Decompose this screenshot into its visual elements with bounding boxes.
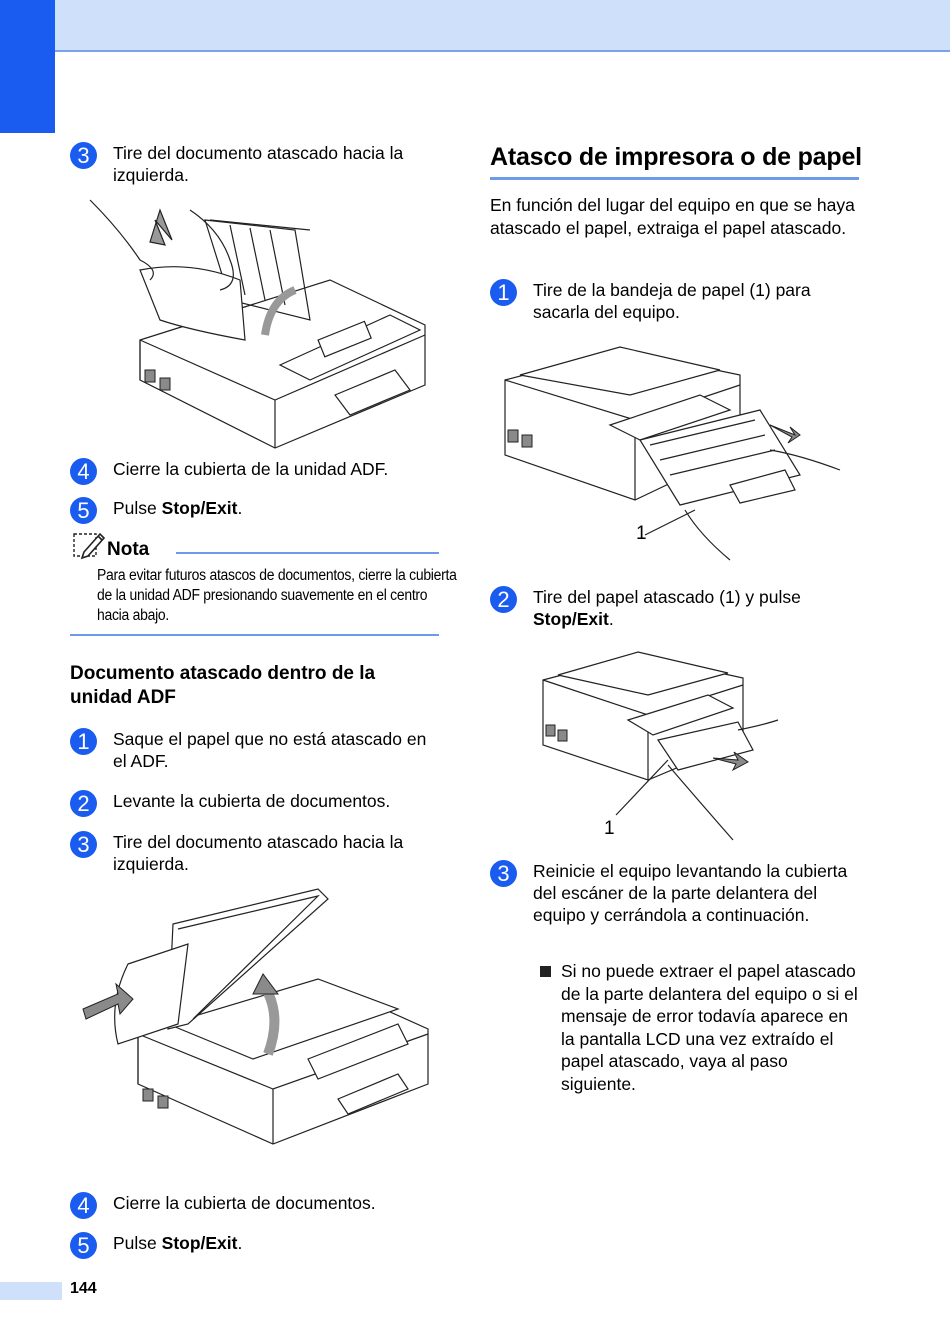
step-text: Pulse Stop/Exit.	[113, 1233, 243, 1253]
section-heading: Atasco de impresora o de papel	[490, 143, 862, 171]
step-5-press-stop: 5 Pulse Stop/Exit.	[70, 497, 433, 524]
tray-callout-label: 1	[636, 523, 647, 544]
step-number-badge: 3	[70, 831, 97, 858]
section-heading-rule	[490, 177, 859, 180]
step-3-reset-machine: 3 Reinicie el equipo levantando la cubie…	[490, 860, 853, 926]
printer-tray-pull-illustration	[504, 346, 841, 561]
step-1-remove-paper: 1 Saque el papel que no está atascado en…	[70, 728, 438, 772]
note-pencil-icon	[73, 532, 106, 560]
paper-callout-label: 1	[604, 818, 615, 839]
step-5-press-stop-2: 5 Pulse Stop/Exit.	[70, 1232, 438, 1259]
printer-paper-pull-illustration	[542, 651, 779, 841]
step-number-badge: 3	[70, 142, 97, 169]
step-text: Saque el papel que no está atascado en e…	[113, 729, 427, 771]
step-number-badge: 2	[490, 586, 517, 613]
step-number-badge: 3	[490, 860, 517, 887]
step-text: Tire de la bandeja de papel (1) para sac…	[533, 280, 811, 322]
step-3-adf-pull: 3 Tire del documento atascado hacia la i…	[70, 142, 433, 186]
printer-scanner-open-illustration	[82, 888, 429, 1145]
step-1-pull-tray: 1 Tire de la bandeja de papel (1) para s…	[490, 279, 853, 323]
page-number: 144	[70, 1280, 97, 1297]
step-2-pull-jammed-paper: 2 Tire del papel atascado (1) y pulse St…	[490, 586, 853, 630]
intro-paragraph: En función del lugar del equipo en que s…	[490, 195, 855, 238]
header-band	[0, 0, 950, 52]
step-3-pull-document: 3 Tire del documento atascado hacia la i…	[70, 831, 438, 875]
note-title: Nota	[107, 539, 150, 560]
note-bottom-rule	[70, 634, 439, 636]
step-text: Tire del papel atascado (1) y pulse Stop…	[533, 587, 801, 629]
note-top-rule	[176, 552, 439, 554]
step-number-badge: 4	[70, 1192, 97, 1219]
step-number-badge: 1	[490, 279, 517, 306]
step-4-close-adf: 4 Cierre la cubierta de la unidad ADF.	[70, 458, 433, 485]
step-number-badge: 5	[70, 1232, 97, 1259]
step-text: Tire del documento atascado hacia la izq…	[113, 832, 404, 874]
step-text: Levante la cubierta de documentos.	[113, 791, 391, 811]
subheading-adf-jam: Documento atascado dentro de la unidad A…	[70, 663, 376, 708]
step-text: Cierre la cubierta de la unidad ADF.	[113, 459, 389, 479]
step-text: Cierre la cubierta de documentos.	[113, 1193, 376, 1213]
bullet-square-icon	[540, 966, 551, 977]
step-number-badge: 4	[70, 458, 97, 485]
step-text: Pulse Stop/Exit.	[113, 498, 243, 518]
printer-adf-open-illustration	[89, 199, 426, 449]
stop-exit-key: Stop/Exit	[533, 609, 609, 629]
step-2-lift-cover: 2 Levante la cubierta de documentos.	[70, 790, 438, 817]
note-text: Para evitar futuros atascos de documento…	[97, 567, 457, 624]
bullet-next-step: Si no puede extraer el papel atascado de…	[540, 960, 860, 1095]
footer-band	[0, 1282, 62, 1300]
bullet-text: Si no puede extraer el papel atascado de…	[561, 961, 858, 1094]
step-number-badge: 5	[70, 497, 97, 524]
stop-exit-key: Stop/Exit	[161, 498, 238, 518]
step-text: Tire del documento atascado hacia la izq…	[113, 143, 404, 185]
chapter-tab	[0, 0, 55, 133]
step-number-badge: 1	[70, 728, 97, 755]
stop-exit-key: Stop/Exit	[161, 1233, 238, 1253]
step-4-close-cover: 4 Cierre la cubierta de documentos.	[70, 1192, 438, 1219]
step-text: Reinicie el equipo levantando la cubiert…	[533, 861, 848, 925]
step-number-badge: 2	[70, 790, 97, 817]
